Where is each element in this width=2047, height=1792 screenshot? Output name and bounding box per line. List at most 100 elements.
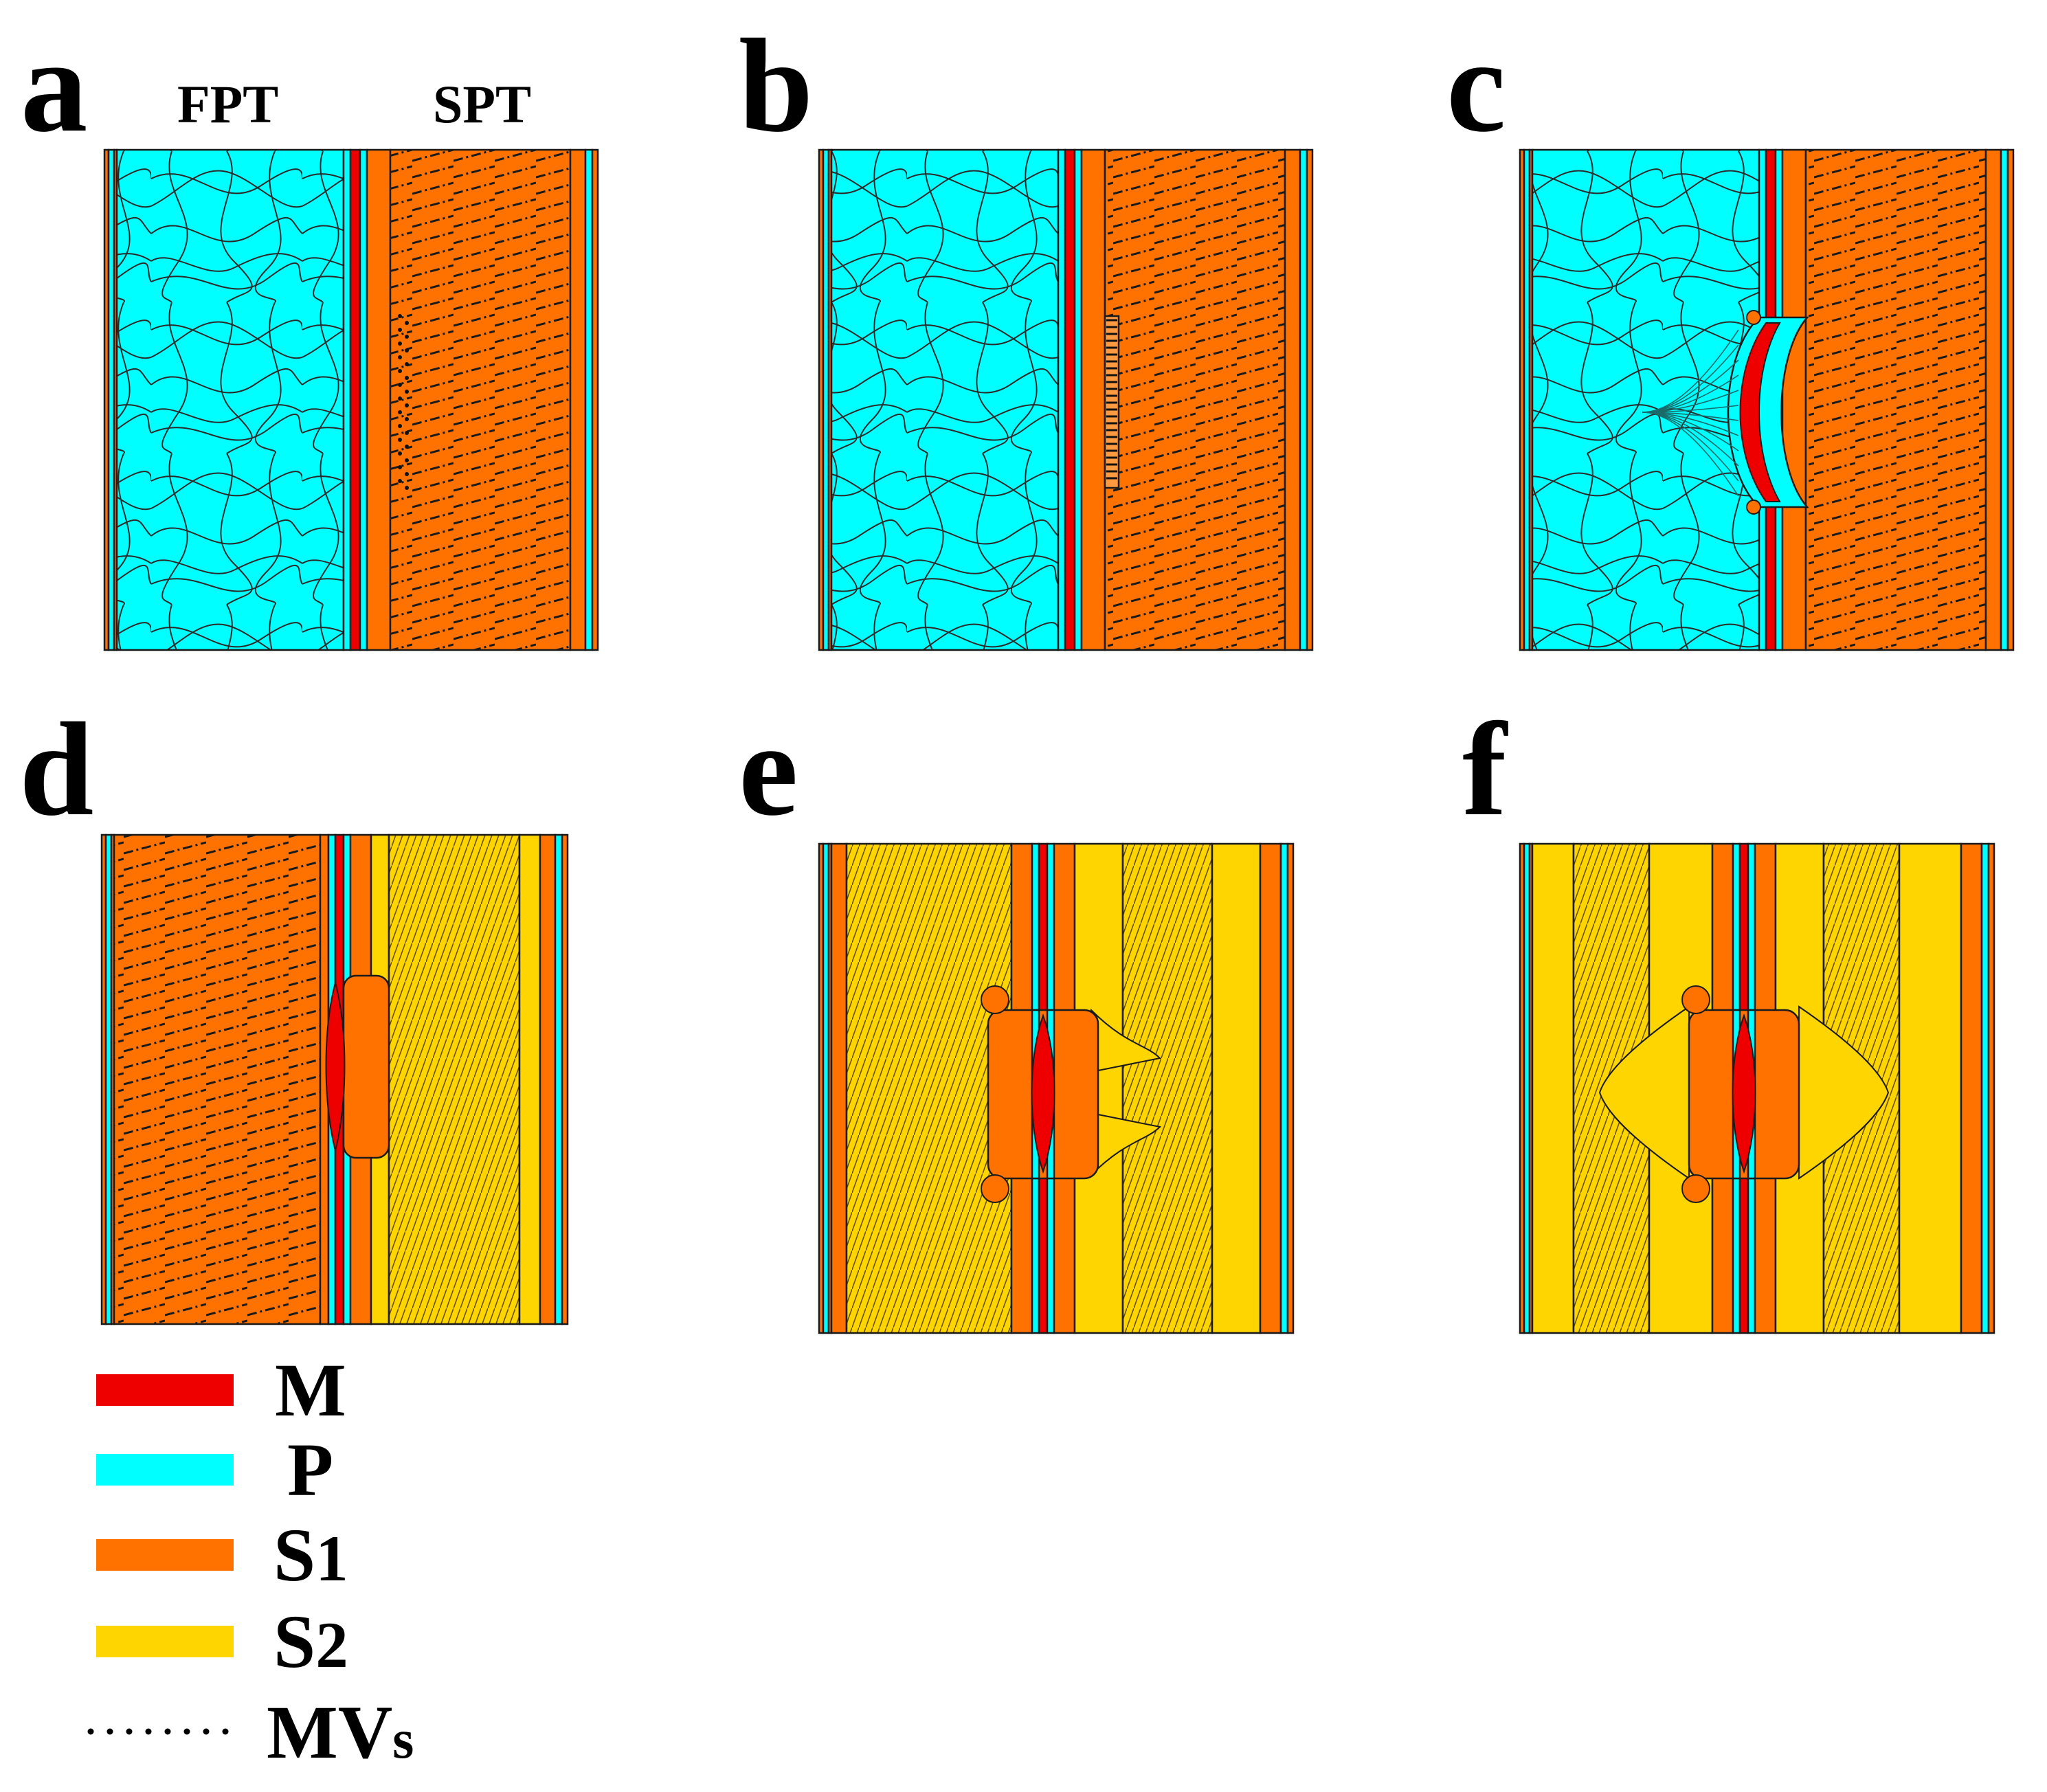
fpt-s2-layer [845,842,1013,1334]
mv-dot [398,479,402,483]
panel-letter-e: e [739,695,798,844]
mv-dot [398,424,402,428]
pit-membrane [1031,1013,1055,1174]
pit-s1 [342,974,390,1159]
mv-dot [405,390,409,394]
panel-letter-b: b [739,12,813,160]
pit-border-knob [981,1174,1009,1203]
legend-dot [164,1728,171,1735]
wall-s1 [1080,148,1106,651]
wall-primary [342,148,352,651]
spt-s1-layer [1804,148,1987,651]
panel-letter-f: f [1462,695,1508,844]
legend-dot [222,1728,229,1735]
wall-s1 [830,842,848,1334]
wall-knob [1746,500,1761,515]
panel-a [103,148,599,651]
wall-s1 [539,833,557,1325]
wall-s1 [1987,842,1995,1334]
legend-label: MVs [267,1690,414,1774]
legend-item-m: M [96,1348,346,1432]
legend-swatch [96,1454,234,1486]
legend-dot [87,1728,94,1735]
middle-lamella-bulge [1739,322,1781,502]
mv-dot [398,438,402,442]
panel-letter-d: d [19,695,93,844]
mv-dot [398,451,402,456]
middle-lamella [349,148,361,651]
wall-s1 [1286,842,1295,1334]
panel-d [100,833,569,1325]
wall-s1 [366,148,392,651]
legend-item-s2: S2 [96,1600,348,1683]
spt-s2-layer [388,833,521,1325]
wall-s2 [1531,842,1575,1334]
panel-e [818,842,1295,1334]
panel-letter-c: c [1446,12,1506,160]
mv-dot [398,341,402,346]
mv-dot [405,445,409,449]
mv-dot [405,321,409,325]
mv-dot [405,403,409,407]
wall-s1 [591,148,599,651]
mv-dot [405,458,409,462]
mv-dot [405,335,409,339]
panel-b [818,148,1314,651]
wall-primary [2000,148,2009,651]
mv-dot [405,417,409,421]
legend-label: M [275,1348,346,1432]
wall-primary [584,148,594,651]
legend-item-mvs: MVs [87,1690,414,1774]
wall-s1 [569,148,587,651]
wall-s1 [1284,148,1301,651]
wall-s2 [1898,842,1962,1334]
pit-border-knob [981,985,1009,1014]
fpt-cytoplasm [115,148,345,651]
mv-dot [405,348,409,352]
pit-s2-flare [1598,1005,1690,1180]
mv-dot [398,410,402,414]
wall-s1 [2006,148,2015,651]
mv-dot [398,383,402,387]
legend-item-s1: S1 [96,1513,348,1597]
legend-label: S1 [273,1513,348,1597]
legend-swatch [96,1626,234,1657]
legend-swatch [96,1374,234,1406]
mv-dot [405,472,409,476]
legend-swatch [96,1539,234,1571]
header-spt: SPT [433,74,531,134]
pit-border-knob [1681,985,1710,1014]
legend-dot [203,1728,210,1735]
wall-primary [1980,842,1990,1334]
mv-dot [398,369,402,373]
wall-s1 [1984,148,2002,651]
fpt-cytoplasm [830,148,1060,651]
mv-dot [405,362,409,366]
mv-dot [405,376,409,380]
wall-knob [1746,310,1761,325]
mv-dot [398,314,402,318]
mv-dot [405,431,409,435]
pit-membrane [1732,1013,1756,1174]
mv-dot [398,328,402,332]
wall-s1 [1306,148,1314,651]
legend-dot [145,1728,152,1735]
spt-s2-layer [1121,842,1213,1334]
fpt-s1-layer [113,833,322,1325]
legend-dot [107,1728,113,1735]
mv-dot [405,486,409,490]
legend-dot [126,1728,133,1735]
fibre [1642,412,1739,497]
fpt-cytoplasm [1531,148,1760,651]
mv-dot [398,355,402,359]
wall-primary [1279,842,1289,1334]
header-fpt: FPT [177,74,278,134]
pit-s2-flare [1090,1112,1162,1177]
legend-item-p: P [96,1428,333,1512]
wall-primary [359,148,368,651]
wall-primary [554,833,563,1325]
wall-primary [1073,148,1083,651]
panel-letter-a: a [21,12,88,160]
wall-s1 [1259,842,1282,1334]
